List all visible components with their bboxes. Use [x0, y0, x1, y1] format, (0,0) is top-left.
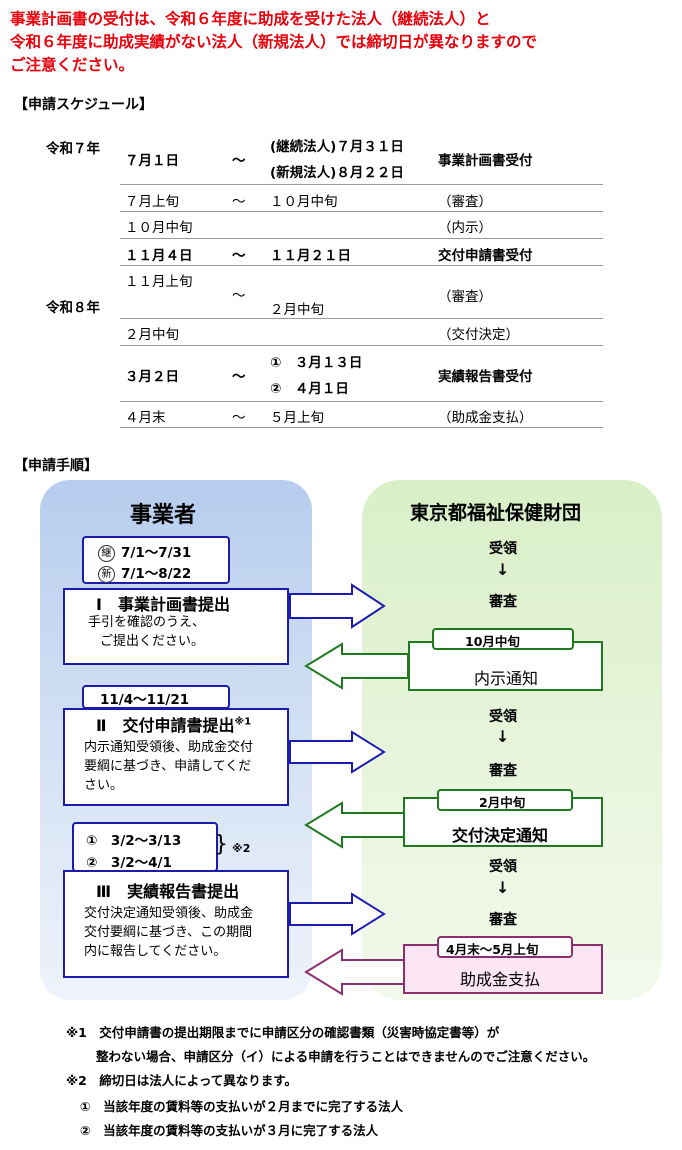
note-2-line-1: 締切日は法人によって異なります。: [99, 1073, 297, 1088]
applicant-title: 事業者: [130, 503, 197, 528]
note-2-item-1: ① 当該年度の賃料等の支払いが２月までに完了する法人: [80, 1099, 404, 1114]
down-arrow-icon: ↓: [496, 560, 510, 579]
step2-box: [63, 708, 289, 806]
foundation-panel: [362, 480, 662, 1000]
row-divider: [120, 211, 603, 212]
arrow-right-3: [289, 892, 386, 936]
schedule-row: ７月１日 ～ (継続法人)７月３１日 (新規法人)８月２２日 事業計画書受付: [125, 139, 533, 181]
notification-date-1: 10月中旬: [465, 634, 520, 649]
payment-label: 助成金支払: [460, 970, 541, 989]
note-1-line-2: 整わない場合、申請区分（イ）による申請を行うことはできませんのでご注意ください。: [96, 1049, 596, 1064]
arrow-left-1: [304, 642, 409, 690]
schedule-row: １１月上旬 ～ ２月中旬 （審査）: [125, 274, 492, 318]
receive-label-3: 受領: [489, 859, 517, 875]
step3-date-box: [72, 822, 218, 872]
year-label-r7: 令和７年: [46, 141, 100, 157]
deadline-notice: 事業計画書の受付は、令和６年度に助成を受けた法人（継続法人）と 令和６年度に助成…: [10, 8, 670, 77]
row-divider: [120, 184, 603, 185]
note-2: ※2 締切日は法人によって異なります。: [66, 1070, 297, 1089]
step1-title: Ⅰ 事業計画書提出: [96, 595, 230, 614]
note-1: ※1 交付申請書の提出期限までに申請区分の確認書類（災害時協定書等）が: [66, 1022, 499, 1041]
arrow-right-1: [289, 583, 386, 629]
notification-date-2: 2月中旬: [479, 795, 526, 810]
step3-date-2: ② 3/2～4/1: [86, 855, 172, 871]
row-divider: [120, 265, 603, 266]
receive-label-1: 受領: [489, 541, 517, 557]
schedule-row: ４月末 ～ ５月上旬 （助成金支払）: [125, 410, 533, 426]
notification-date-box-2: [437, 789, 573, 811]
step3-bracket: }: [214, 832, 228, 857]
row-divider: [120, 318, 603, 319]
procedure-heading: 【申請手順】: [14, 458, 98, 474]
continuing-mark-icon: 継: [98, 545, 115, 562]
step1-desc-2: ご提出ください。: [100, 634, 205, 649]
row-divider: [120, 238, 603, 239]
note-2-item-2: ② 当該年度の賃料等の支払いが３月に完了する法人: [80, 1123, 379, 1138]
notice-line-1: 事業計画書の受付は、令和６年度に助成を受けた法人（継続法人）と: [10, 10, 491, 28]
note-2-mark: ※2: [66, 1073, 87, 1088]
new-mark-icon: 新: [98, 566, 115, 583]
note-1-mark: ※1: [66, 1025, 87, 1040]
schedule-table: 令和７年 令和８年 ７月１日 ～ (継続法人)７月３１日 (新規法人)８月２２日…: [0, 0, 682, 440]
schedule-row: １０月中旬 （内示）: [125, 220, 492, 236]
notice-line-2: 令和６年度に助成実績がない法人（新規法人）では締切日が異なりますので: [10, 33, 538, 51]
arrow-left-2: [304, 801, 409, 849]
step3-date-1: ① 3/2～3/13: [86, 833, 182, 849]
schedule-heading: 【申請スケジュール】: [14, 97, 154, 113]
step2-desc-3: さい。: [84, 778, 124, 793]
step1-desc-1: 手引を確認のうえ、: [88, 615, 206, 630]
notification-date-box-1: [432, 628, 574, 650]
step2-footnote-ref: ※1: [234, 716, 252, 728]
review-label-2: 審査: [489, 763, 517, 779]
row-divider: [120, 401, 603, 402]
step2-date: 11/4～11/21: [100, 692, 190, 708]
arrow-right-2: [289, 730, 386, 774]
schedule-row: ２月中旬 （交付決定）: [125, 327, 519, 343]
notification-label-1: 内示通知: [474, 669, 539, 688]
step2-desc-2: 要綱に基づき、申請してくだ: [84, 759, 252, 774]
payment-date-box: [437, 936, 573, 958]
step3-box: [63, 870, 289, 978]
note-1-line-1: 交付申請書の提出期限までに申請区分の確認書類（災害時協定書等）が: [99, 1025, 500, 1040]
notice-line-3: ご注意ください。: [10, 56, 135, 74]
step2-date-box: [82, 685, 230, 709]
receive-label-2: 受領: [489, 709, 517, 725]
step3-footnote-ref: ※2: [232, 842, 251, 855]
review-label-1: 審査: [489, 594, 517, 610]
step3-desc-1: 交付決定通知受領後、助成金: [84, 906, 254, 921]
step3-title: Ⅲ 実績報告書提出: [96, 882, 240, 901]
row-divider: [120, 345, 603, 346]
schedule-row: １１月４日 ～ １１月２１日 交付申請書受付: [125, 248, 533, 264]
step3-desc-2: 交付要綱に基づき、この期間: [84, 925, 253, 940]
schedule-row: ７月上旬 ～ １０月中旬 （審査）: [125, 194, 492, 210]
notification-label-2: 交付決定通知: [452, 826, 549, 845]
step1-box: [63, 588, 289, 665]
foundation-title: 東京都福祉保健財団: [410, 502, 582, 524]
down-arrow-icon: ↓: [496, 878, 510, 897]
step3-desc-3: 内に報告してください。: [84, 944, 227, 959]
row-divider: [120, 427, 603, 428]
schedule-row: ３月２日 ～ ① ３月１３日 ② ４月１日 実績報告書受付: [125, 355, 533, 397]
down-arrow-icon: ↓: [496, 727, 510, 746]
year-label-r8: 令和８年: [46, 300, 100, 316]
step2-desc-1: 内示通知受領後、助成金交付: [84, 740, 254, 755]
review-label-3: 審査: [489, 912, 517, 928]
step2-title: Ⅱ 交付申請書提出※1: [96, 716, 252, 735]
arrow-left-3: [304, 948, 409, 996]
payment-date: 4月末～5月上旬: [446, 942, 539, 957]
